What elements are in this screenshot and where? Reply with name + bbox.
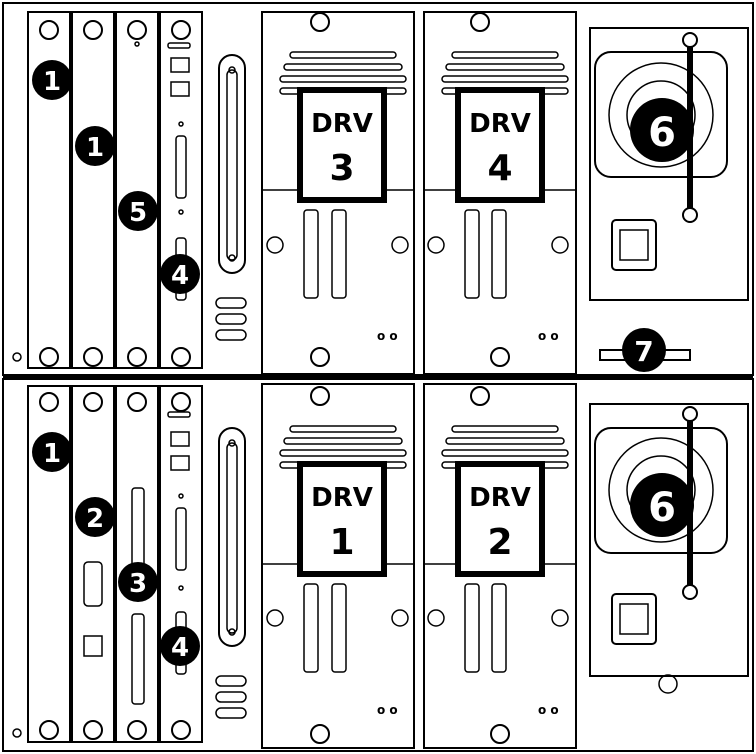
svg-text:1: 1 bbox=[86, 133, 104, 163]
svg-text:o o: o o bbox=[377, 329, 398, 343]
drive-4-label-text: DRV bbox=[469, 109, 531, 139]
callout-6a: 6 bbox=[630, 98, 694, 162]
lower-screw bbox=[12, 728, 22, 738]
upper-blade-slot-4 bbox=[159, 11, 203, 369]
callout-6b: 6 bbox=[630, 473, 694, 537]
drive-3-label-text: DRV bbox=[311, 109, 373, 139]
drive-1-number: 1 bbox=[329, 522, 354, 563]
svg-text:1: 1 bbox=[43, 439, 61, 469]
drive-3-number: 3 bbox=[329, 148, 354, 189]
drive-2-number: 2 bbox=[487, 522, 512, 563]
svg-text:1: 1 bbox=[43, 67, 61, 97]
svg-text:o o: o o bbox=[538, 329, 559, 343]
drive-bay-4: o o bbox=[423, 11, 577, 375]
drive-1-label-text: DRV bbox=[311, 483, 373, 513]
svg-text:6: 6 bbox=[648, 485, 676, 531]
lower-handle bbox=[218, 427, 246, 647]
callout-4a: 4 bbox=[160, 254, 200, 294]
callout-1a: 1 bbox=[32, 60, 72, 100]
svg-text:o o: o o bbox=[538, 703, 559, 717]
callout-4b: 4 bbox=[160, 626, 200, 666]
drive-1-label: DRV 1 bbox=[297, 461, 387, 577]
svg-text:3: 3 bbox=[129, 569, 147, 599]
upper-vents bbox=[215, 297, 247, 341]
callout-7: 7 bbox=[622, 328, 666, 372]
svg-text:2: 2 bbox=[86, 504, 104, 534]
upper-blade-slot-2 bbox=[71, 11, 115, 369]
svg-text:7: 7 bbox=[634, 335, 653, 368]
drive-bay-1: o o bbox=[261, 383, 415, 749]
svg-text:4: 4 bbox=[171, 261, 189, 291]
callout-3: 3 bbox=[118, 562, 158, 602]
upper-handle bbox=[218, 54, 246, 274]
lower-blade-slot-3 bbox=[115, 385, 159, 743]
upper-blade-slot-3 bbox=[115, 11, 159, 369]
upper-blade-slot-1 bbox=[27, 11, 71, 369]
drive-2-label-text: DRV bbox=[469, 483, 531, 513]
drive-4-label: DRV 4 bbox=[455, 87, 545, 203]
callout-1b: 1 bbox=[75, 126, 115, 166]
svg-text:6: 6 bbox=[648, 110, 676, 156]
lower-blade-slot-4 bbox=[159, 385, 203, 743]
upper-power-supply bbox=[589, 27, 749, 361]
upper-screw bbox=[12, 352, 22, 362]
svg-text:4: 4 bbox=[171, 633, 189, 663]
drive-3-label: DRV 3 bbox=[297, 87, 387, 203]
callout-2: 2 bbox=[75, 497, 115, 537]
lower-blade-slot-2 bbox=[71, 385, 115, 743]
drive-4-number: 4 bbox=[487, 148, 512, 189]
lower-chassis bbox=[2, 378, 754, 752]
callout-1c: 1 bbox=[32, 432, 72, 472]
drive-2-label: DRV 2 bbox=[455, 461, 545, 577]
callout-5: 5 bbox=[118, 191, 158, 231]
lower-blade-slot-1 bbox=[27, 385, 71, 743]
svg-text:o o: o o bbox=[377, 703, 398, 717]
lower-vents bbox=[215, 675, 247, 719]
lower-power-supply bbox=[589, 403, 749, 694]
svg-text:5: 5 bbox=[129, 198, 147, 228]
